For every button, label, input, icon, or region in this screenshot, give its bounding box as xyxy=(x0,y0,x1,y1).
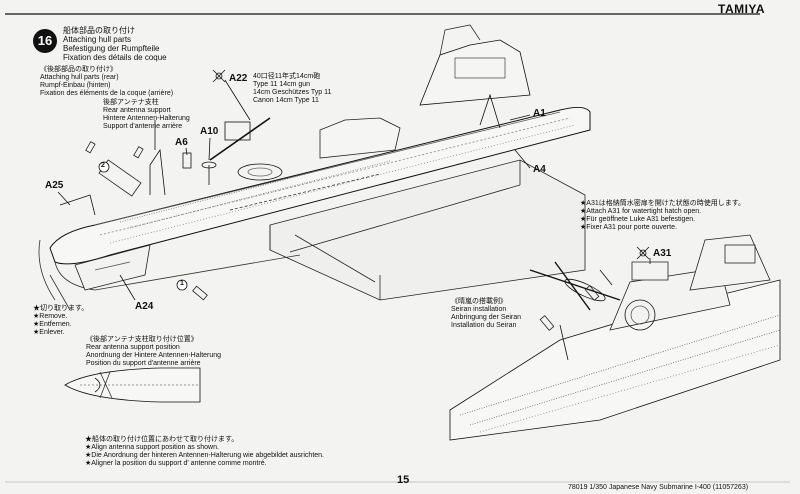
rear-note-en: Attaching hull parts (rear) xyxy=(40,74,119,81)
product-line: 78019 1/350 Japanese Navy Submarine I-40… xyxy=(568,484,749,491)
seiran-note-de: Anbringung der Seiran xyxy=(451,314,522,321)
step-title: 船体部品の取り付け Attaching hull parts Befestigu… xyxy=(63,26,167,62)
gun-label: 40口径11年式14cm砲 Type 11 14cm gun 14cm Gesc… xyxy=(253,73,331,105)
seiran-note-fr: Installation du Seiran xyxy=(451,322,517,329)
remove-note-en: ★Remove. xyxy=(33,313,68,320)
step-title-jp: 船体部品の取り付け xyxy=(63,26,135,35)
part-label-a25: A25 xyxy=(45,180,64,191)
remove-note-jp: ★切り取ります。 xyxy=(33,305,89,312)
a31-note-jp: ★A31は格納筒水密扉を開けた状態の時使用します。 xyxy=(580,200,746,207)
gun-note-de: 14cm Geschützes Typ 11 xyxy=(253,89,332,96)
remove-note-fr: ★Enlever. xyxy=(33,329,65,336)
part-label-a1: A1 xyxy=(533,108,546,119)
seiran-note-en: Seiran installation xyxy=(451,306,507,313)
gun-note-fr: Canon 14cm Type 11 xyxy=(253,97,319,104)
antenna-support-label: 後部アンテナ支柱 Rear antenna support Hintere An… xyxy=(103,99,190,131)
align-note-de: ★Die Anordnung der hinteren Antennen-Hal… xyxy=(85,452,324,459)
seiran-drawing xyxy=(449,234,781,441)
seiran-note-jp: 《晴嵐の搭載例》 xyxy=(451,298,507,305)
part-label-a24: A24 xyxy=(135,301,154,312)
rear-note-de: Rumpf-Einbau (hinten) xyxy=(40,82,111,89)
position-note-en: Rear antenna support position xyxy=(86,344,180,351)
a31-note-en: ★Attach A31 for watertight hatch open. xyxy=(580,208,702,215)
position-note-jp: 《後部アンテナ支柱取り付け位置》 xyxy=(86,336,198,343)
cut-icon xyxy=(212,69,650,260)
a31-note-de: ★Für geöffnete Luke A31 befestigen. xyxy=(580,216,696,223)
part-label-a6: A6 xyxy=(175,137,188,148)
a31-note-fr: ★Fixer A31 pour porte ouverte. xyxy=(580,224,677,231)
step-title-fr: Fixation des détails de coque xyxy=(63,53,167,62)
page-number: 15 xyxy=(397,474,410,486)
part-label-a22: A22 xyxy=(229,73,248,84)
align-note: ★船体の取り付け位置にあわせて取り付けます。 ★Align antenna su… xyxy=(85,436,324,468)
part-label-a31: A31 xyxy=(653,248,672,259)
antenna-position-drawing xyxy=(64,367,201,403)
antenna-support-fr: Support d'antenne arrière xyxy=(103,123,183,130)
hull-drawing xyxy=(38,24,591,311)
callout-1: 1 xyxy=(180,280,184,287)
align-note-jp: ★船体の取り付け位置にあわせて取り付けます。 xyxy=(85,436,239,443)
seiran-note: 《晴嵐の搭載例》 Seiran installation Anbringung … xyxy=(451,298,521,330)
rear-note-jp: 《後部部品の取り付け》 xyxy=(40,66,117,73)
position-note-de: Anordnung der Hintere Antennen-Halterung xyxy=(86,352,222,359)
antenna-support-jp: 後部アンテナ支柱 xyxy=(103,99,159,106)
position-note-fr: Position du support d'antenne arrière xyxy=(86,360,201,367)
remove-note-de: ★Entfernen. xyxy=(33,321,72,328)
antenna-support-de: Hintere Antennen-Halterung xyxy=(103,115,190,122)
step-number-badge: 16 xyxy=(33,29,57,53)
gun-note-jp: 40口径11年式14cm砲 xyxy=(253,73,321,80)
a31-note: ★A31は格納筒水密扉を開けた状態の時使用します。 ★Attach A31 fo… xyxy=(580,200,745,232)
part-label-a10: A10 xyxy=(200,126,219,137)
rear-parts-note: 《後部部品の取り付け》 Attaching hull parts (rear) … xyxy=(40,66,173,98)
brand-logo: TAMIYA xyxy=(718,2,766,16)
antenna-position-note: 《後部アンテナ支柱取り付け位置》 Rear antenna support po… xyxy=(86,336,221,368)
callout-2: 2 xyxy=(101,162,105,169)
antenna-support-en: Rear antenna support xyxy=(103,107,171,114)
align-note-en: ★Align antenna support position as shown… xyxy=(85,444,219,451)
step-title-de: Befestigung der Rumpfteile xyxy=(63,44,160,53)
remove-note: ★切り取ります。 ★Remove. ★Entfernen. ★Enlever. xyxy=(33,305,88,337)
part-label-a4: A4 xyxy=(533,164,546,175)
align-note-fr: ★Aligner la position du support d' anten… xyxy=(85,460,267,467)
step-title-en: Attaching hull parts xyxy=(63,35,132,44)
gun-note-en: Type 11 14cm gun xyxy=(253,81,311,88)
rear-note-fr: Fixation des éléments de la coque (arriè… xyxy=(40,90,174,97)
